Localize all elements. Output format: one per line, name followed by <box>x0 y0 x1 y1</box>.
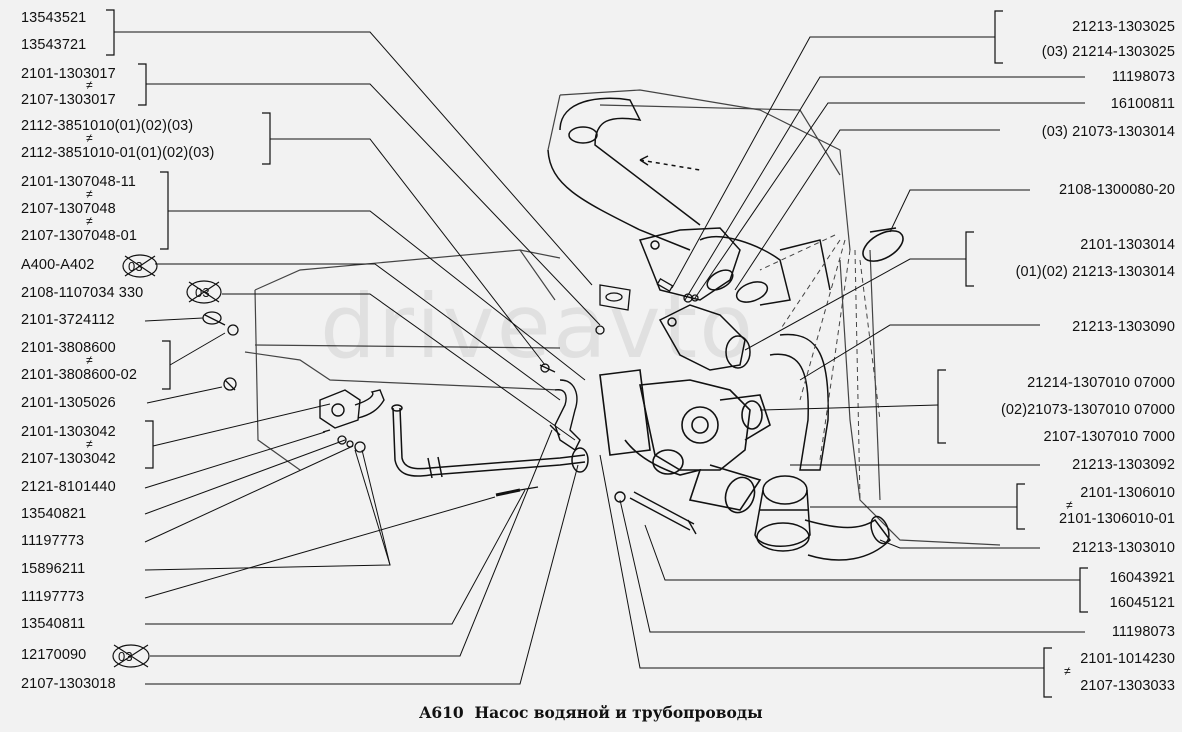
leader-lines-right <box>599 36 1085 669</box>
part-label: 12170090 <box>21 647 87 663</box>
part-label: 11198073 <box>1111 69 1175 85</box>
crossed-mark: 03 <box>195 285 210 300</box>
part-label: 2107-1303042 <box>21 451 116 467</box>
part-label: 2101-3724112 <box>21 312 115 328</box>
part-label: 2107-1303033 <box>1080 678 1175 694</box>
part-label: 13543721 <box>21 37 87 53</box>
small-fasteners <box>202 278 699 497</box>
pipe-fitting <box>549 379 581 452</box>
not-equal-icon: ≠ <box>1064 664 1071 678</box>
part-label: (02)21073-1307010 07000 <box>1000 402 1175 418</box>
crossed-mark: 03 <box>118 649 133 664</box>
part-label: 2107-1307048-01 <box>21 228 137 244</box>
crossed-mark: 03 <box>128 259 143 274</box>
part-label: 2101-1014230 <box>1080 651 1175 667</box>
diagram-caption: A610 Насос водяной и трубопроводы <box>0 703 1182 722</box>
part-label: 2107-1307010 7000 <box>1043 429 1175 445</box>
part-label: 2101-1306010-01 <box>1059 511 1175 527</box>
part-label: (03) 21073-1303014 <box>1041 124 1175 140</box>
part-label: 2101-1305026 <box>21 395 116 411</box>
part-label: 2101-1303017 <box>21 66 116 82</box>
part-label: (03) 21214-1303025 <box>1041 44 1175 60</box>
lower-radiator-hose <box>804 515 891 561</box>
not-equal-icon: ≠ <box>1066 498 1073 512</box>
assembly-dashed-lines <box>759 234 881 501</box>
part-label: 21213-1303092 <box>1072 457 1175 473</box>
not-equal-icon: ≠ <box>86 131 93 145</box>
leader-lines-left <box>114 31 601 685</box>
not-equal-icon: ≠ <box>86 437 93 451</box>
not-equal-icon: ≠ <box>86 187 93 201</box>
part-label: 11197773 <box>21 589 85 605</box>
heater-pipe <box>769 333 829 471</box>
part-label: А400-А402 <box>21 257 95 273</box>
part-label: 16045121 <box>1109 595 1175 611</box>
part-label: 13543521 <box>21 10 87 26</box>
part-label: 11197773 <box>21 533 85 549</box>
part-label: 2108-1107034 330 <box>21 285 144 301</box>
part-label: 2107-1303017 <box>21 92 116 108</box>
part-label: 21213-1303090 <box>1072 319 1175 335</box>
part-label: 13540821 <box>21 506 87 522</box>
part-label: 2107-1303018 <box>21 676 116 692</box>
part-label: 21213-1303025 <box>1072 19 1175 35</box>
part-label: (01)(02) 21213-1303014 <box>1015 264 1175 280</box>
caption-code: A610 <box>419 703 464 722</box>
not-equal-icon: ≠ <box>86 353 93 367</box>
part-label: 15896211 <box>21 561 86 577</box>
engine-block-outline <box>244 89 1001 546</box>
pump-pipe-gasket <box>319 389 385 429</box>
part-label: 16100811 <box>1110 96 1175 112</box>
upper-radiator-hose <box>547 97 701 251</box>
part-label: 2101-1303042 <box>21 424 116 440</box>
thermostat-housing <box>638 227 831 306</box>
caption-title: Насос водяной и трубопроводы <box>474 703 763 722</box>
part-label: 2101-3808600-02 <box>21 367 137 383</box>
thermostat-pipe-lower <box>658 304 751 371</box>
watermark: driveavto <box>320 275 756 378</box>
part-label: 2112-3851010(01)(02)(03) <box>21 118 194 134</box>
part-label: 2101-1306010 <box>1080 485 1175 501</box>
part-label: 11198073 <box>1111 624 1175 640</box>
part-label: 2101-1303014 <box>1080 237 1175 253</box>
part-label: 2101-1307048-11 <box>21 174 136 190</box>
coolant-return-tube <box>391 404 589 479</box>
part-label: 16043921 <box>1109 570 1175 586</box>
part-label: 2107-1307048 <box>21 201 116 217</box>
part-label: 2101-3808600 <box>21 340 116 356</box>
crossed-marks <box>112 254 222 668</box>
long-bolt <box>614 491 697 535</box>
part-label: 2121-8101440 <box>21 479 116 495</box>
part-label: 13540811 <box>21 616 86 632</box>
part-label: 2108-1300080-20 <box>1059 182 1175 198</box>
part-label: 2112-3851010-01(01)(02)(03) <box>21 145 215 161</box>
part-label: 21214-1307010 07000 <box>1027 375 1175 391</box>
pump-inlet-pipe <box>754 475 811 552</box>
not-equal-icon: ≠ <box>86 78 93 92</box>
part-label: 21213-1303010 <box>1072 540 1175 556</box>
right-brackets <box>937 10 1088 698</box>
not-equal-icon: ≠ <box>86 214 93 228</box>
water-pump-assembly <box>599 369 771 514</box>
hose-clamp-icon <box>862 227 904 262</box>
